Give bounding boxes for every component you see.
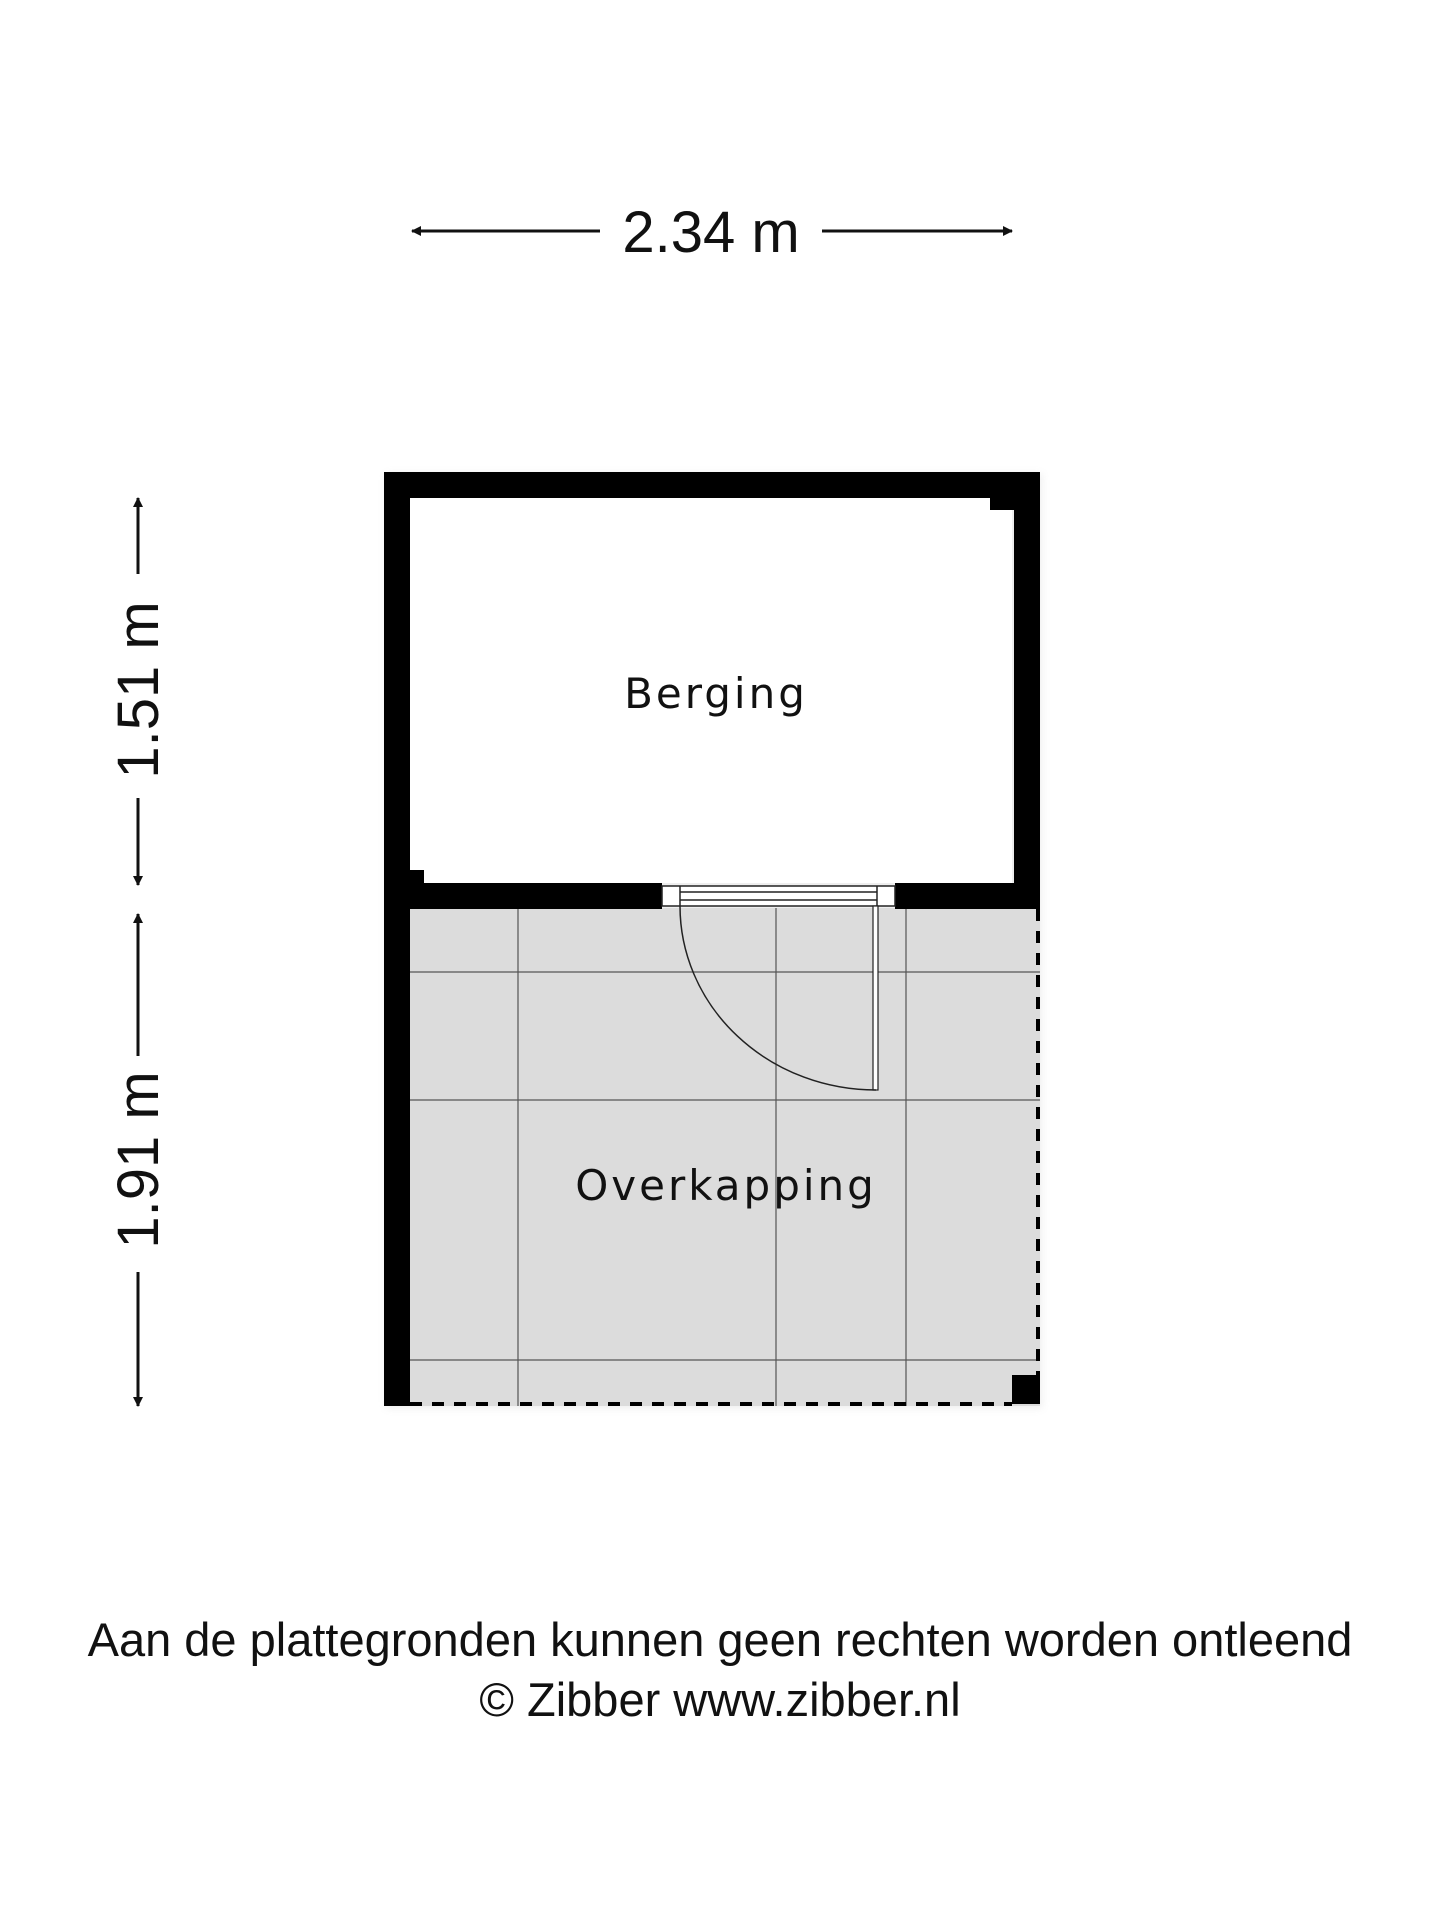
wall-middle-right (895, 883, 1040, 909)
berging-height-dimension: 1.51 m (106, 497, 171, 886)
door-swing-arc (679, 905, 877, 1091)
room-label-berging: Berging (624, 669, 808, 718)
open-edges (410, 909, 1040, 1406)
wall-middle-left (384, 883, 662, 909)
corner-block-left (410, 870, 424, 883)
door-frame (661, 885, 896, 907)
overkapping-floor (407, 908, 1040, 1406)
copyright-text: © Zibber www.zibber.nl (479, 1673, 961, 1726)
walls (384, 472, 1040, 1406)
overkapping-height-dimension: 1.91 m (106, 913, 171, 1407)
disclaimer-text: Aan de plattegronden kunnen geen rechten… (87, 1613, 1353, 1666)
tile-grid (407, 908, 1040, 1406)
wall-top (384, 472, 1040, 498)
room-label-overkapping: Overkapping (575, 1161, 877, 1210)
width-label: 2.34 m (622, 200, 799, 265)
wall-right (1014, 472, 1040, 909)
door-leaf (872, 905, 879, 1091)
column-bottom-right (1012, 1375, 1040, 1404)
overkapping-height-label: 1.91 m (106, 1071, 171, 1248)
door (661, 885, 896, 1091)
wall-left (384, 472, 410, 1406)
width-dimension: 2.34 m (411, 200, 1013, 265)
berging-floor (410, 498, 1012, 883)
berging-height-label: 1.51 m (106, 601, 171, 778)
corner-block-top-right (990, 498, 1014, 510)
